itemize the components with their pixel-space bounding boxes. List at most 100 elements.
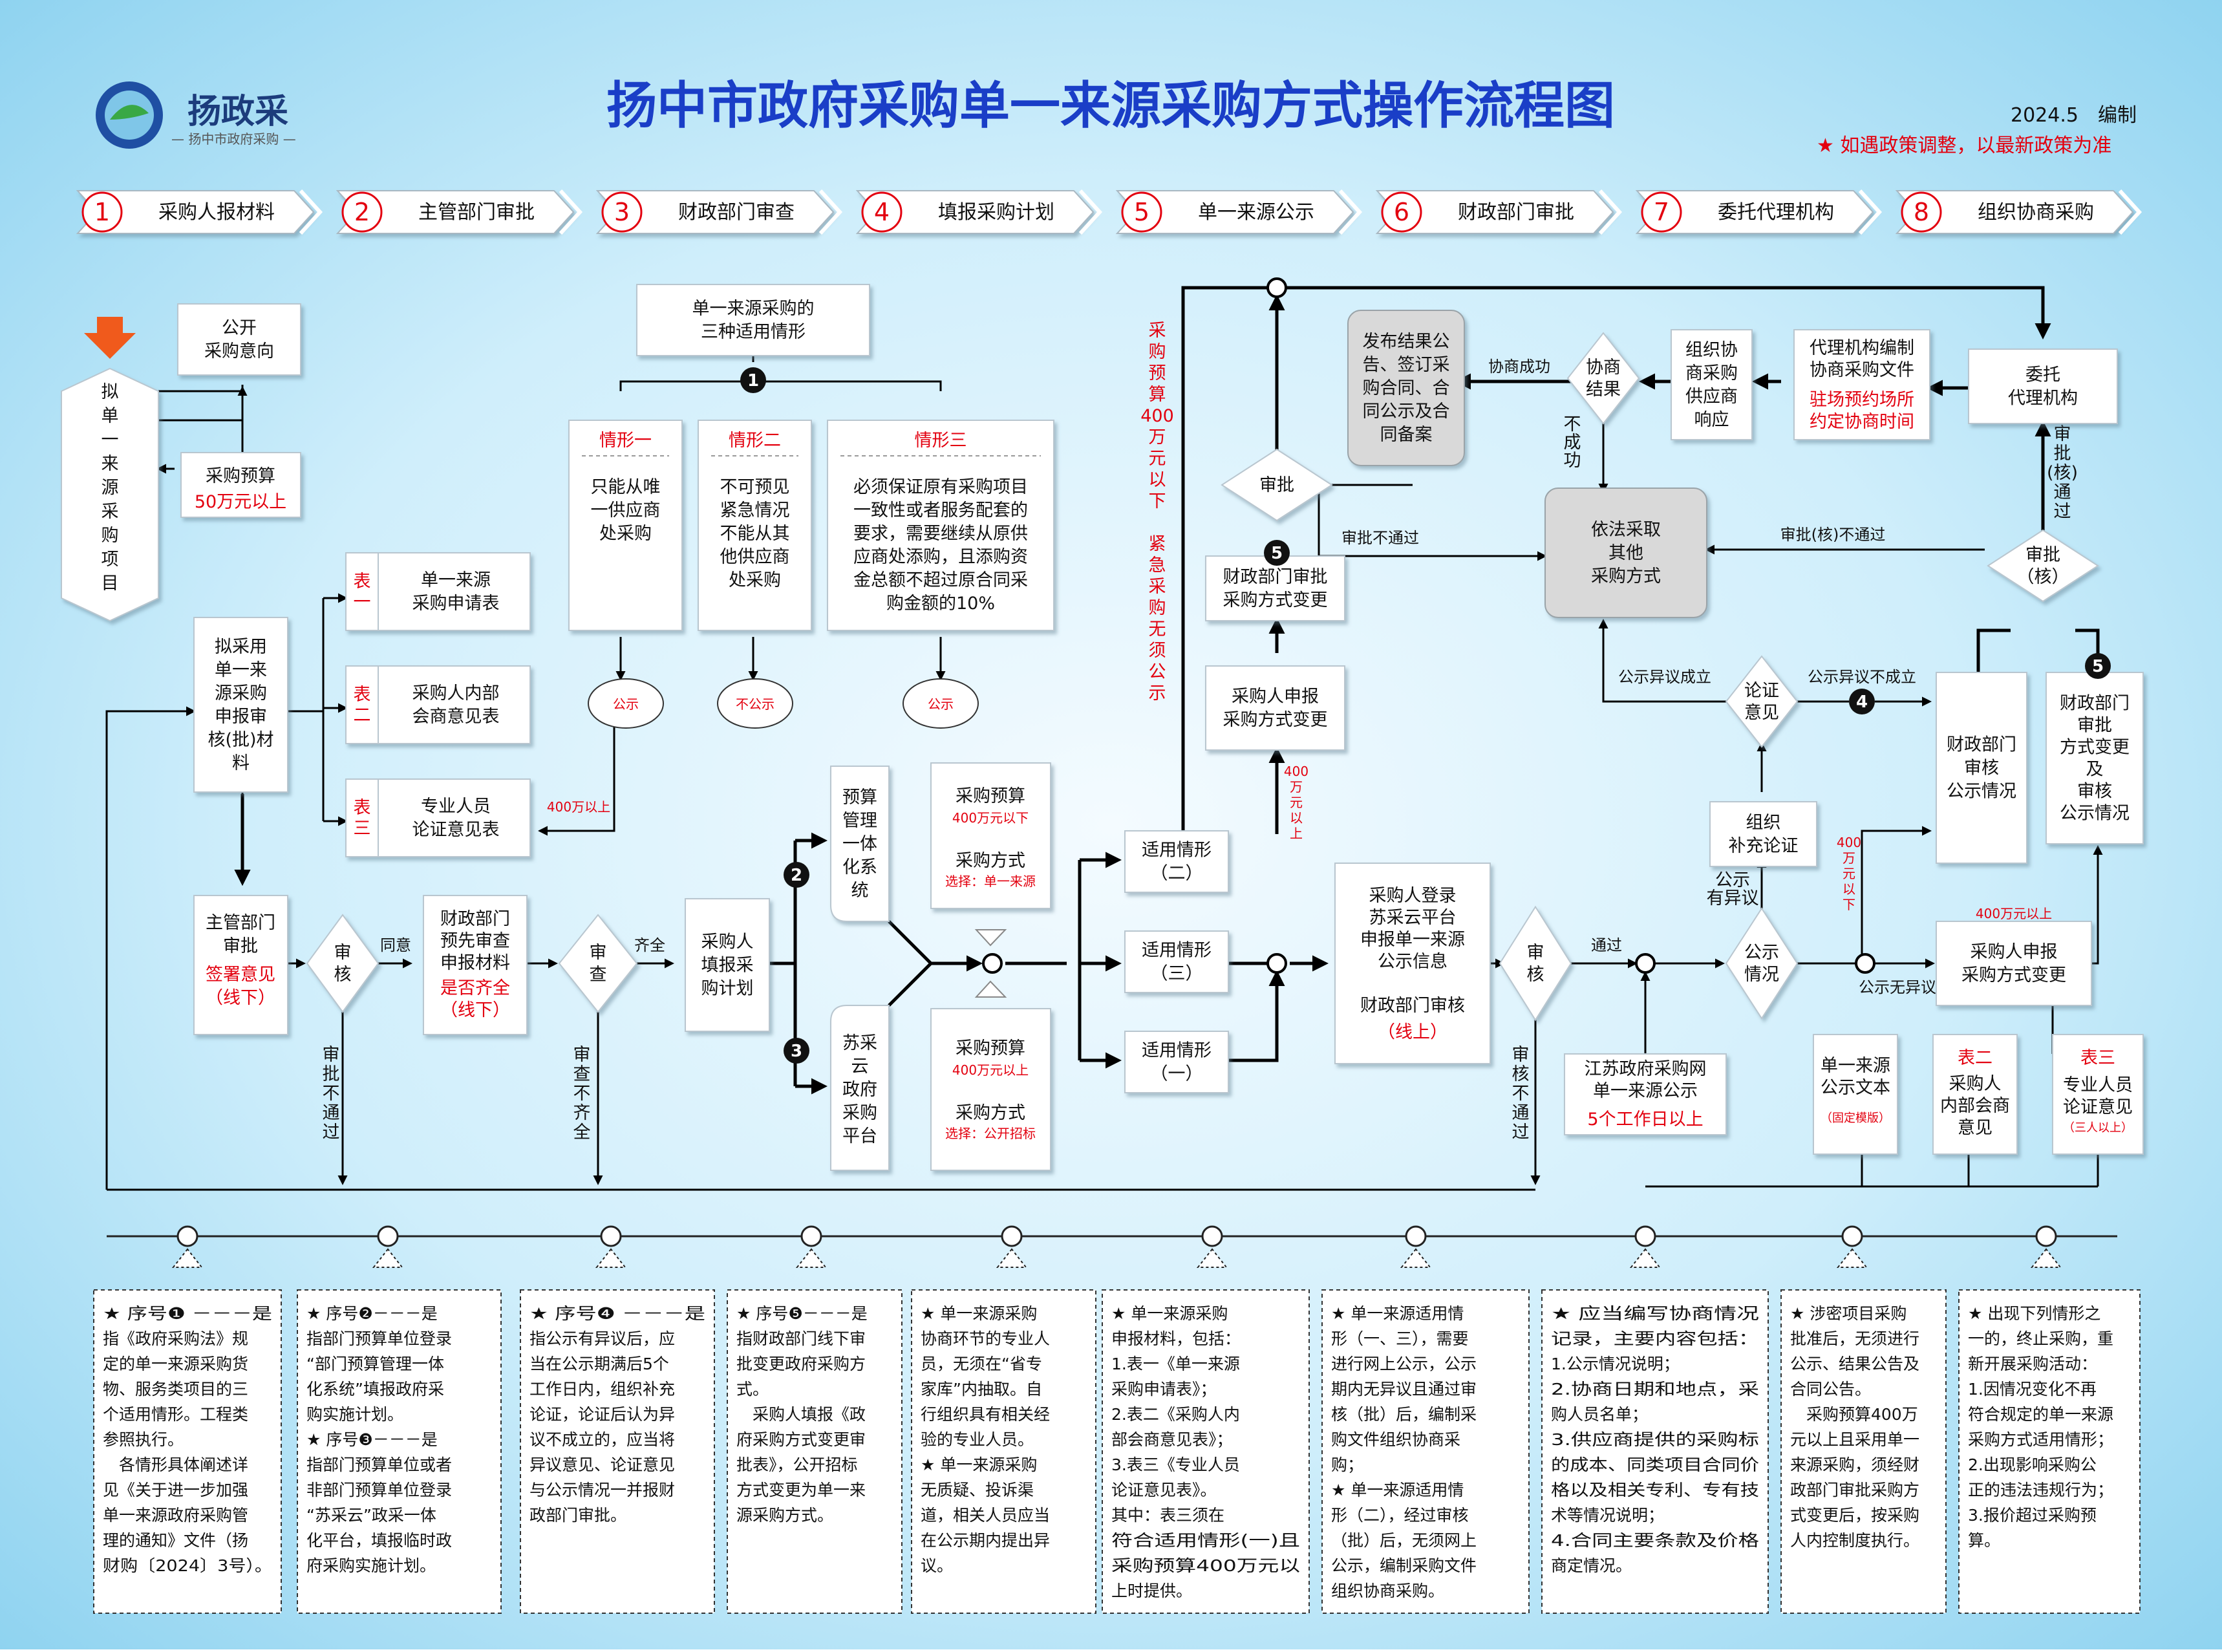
- note-line: ★ 单一来源适用情: [1331, 1481, 1464, 1499]
- dept-approve-red: （线下）: [206, 988, 275, 1008]
- step-badge-3-num: 3: [791, 1042, 802, 1061]
- situation-badge-num: 1: [747, 371, 759, 391]
- dept-approve-label: 主管部门: [206, 913, 275, 933]
- login-label: 苏采云平台: [1369, 908, 1457, 928]
- doc1-sub: （固定模版）: [1821, 1111, 1890, 1125]
- case2-label: （二）: [1151, 864, 1203, 884]
- case1-box: [1124, 1031, 1229, 1093]
- note-line: 3.供应商提供的采购标: [1551, 1430, 1759, 1449]
- note-line: 指公示有异议后，应: [529, 1329, 675, 1348]
- above400-pointer: [974, 980, 1007, 998]
- situation-body: 只能从唯: [591, 477, 661, 497]
- timeline-pointer: [2030, 1248, 2062, 1268]
- note-line: ★ 序号❺－－－是: [736, 1304, 868, 1323]
- note-line: ★ 单一来源采购: [921, 1455, 1037, 1474]
- jiangsu-label: 江苏政府采购网: [1585, 1059, 1707, 1079]
- audit-fail-label: 审: [1512, 1045, 1530, 1065]
- situation-body: 应商处添购，且添购资: [853, 547, 1028, 567]
- declare-change-label: 采购人申报: [1232, 687, 1319, 707]
- timeline-node: [176, 1225, 198, 1247]
- suzhou-label: 云: [851, 1057, 869, 1077]
- step-chevron-edge: [1338, 189, 1363, 235]
- note-line: ★ 单一来源采购: [1111, 1304, 1228, 1323]
- public-intent-label: 采购意向: [204, 341, 274, 361]
- step-number: 1: [94, 198, 110, 226]
- urgent-vertical-label: 预: [1149, 363, 1166, 383]
- fill-plan-label: 购计划: [701, 979, 754, 999]
- note-box: [93, 1289, 282, 1614]
- complete-label: 齐全: [634, 936, 665, 954]
- note-line: ★ 应当编写协商情况: [1551, 1304, 1759, 1323]
- jiangsu-box: [1564, 1053, 1727, 1135]
- over400-vertical: 上: [1290, 826, 1303, 841]
- form-tag: 一: [354, 592, 371, 612]
- demo-opinion-diamond-label: 论证: [1744, 681, 1779, 701]
- suzhou-label: 苏采: [842, 1033, 877, 1053]
- note-line: 上时提供。: [1111, 1582, 1192, 1600]
- review-diamond-label: 审: [334, 943, 352, 963]
- line-dup: [158, 391, 244, 422]
- note-box: [911, 1289, 1096, 1614]
- has-objection-label: 有异议: [1707, 888, 1759, 908]
- note-line: 协商环节的专业人: [921, 1329, 1050, 1348]
- note-timeline: [107, 1225, 2117, 1268]
- fill-plan-label: 填报采: [701, 956, 754, 976]
- step-number-circle: [601, 191, 643, 233]
- note-line: 术等情况说明；: [1551, 1506, 1664, 1525]
- project-label: 一: [101, 430, 119, 450]
- line-sit-branches: [619, 380, 942, 391]
- step-label: 填报采购计划: [938, 201, 1054, 224]
- over400-vertical-2: 以: [1843, 881, 1855, 897]
- over400-2-label: 400万元以上: [1976, 906, 2052, 921]
- note-line: 2.表二《采购人内: [1111, 1405, 1240, 1424]
- note-line: 来源采购，须经财: [1790, 1455, 1919, 1474]
- budget-system-box: [830, 766, 890, 922]
- situation-body: 购金额的10%: [886, 594, 995, 614]
- audit-fail-label: 核: [1512, 1064, 1530, 1084]
- approve-pass-label: 过: [2054, 502, 2071, 522]
- note-line: ★ 序号❶ －－－是: [103, 1304, 272, 1323]
- approve-core-fail-label: 审批(核)不通过: [1780, 526, 1886, 544]
- note-line: 3.表三《专业人员: [1111, 1455, 1240, 1474]
- situation-result-oval: [903, 678, 979, 729]
- urgent-vertical-label: 购: [1149, 342, 1166, 362]
- note-line: 2.协商日期和地点，采: [1551, 1380, 1759, 1399]
- below400-l2: 400万元以下: [952, 810, 1029, 826]
- above400-l3: 采购方式: [956, 1103, 1025, 1123]
- timeline-node: [1634, 1225, 1656, 1247]
- note-line: 物、服务类项目的三: [103, 1380, 248, 1399]
- situation-result-oval: [717, 678, 793, 729]
- step-number-circle: [861, 191, 903, 233]
- situation-body: 处采购: [599, 524, 652, 544]
- note-line: 单一来源政府采购管: [103, 1506, 248, 1525]
- note-line: 验的专业人员。: [921, 1430, 1034, 1449]
- note-line: 指《政府采购法》规: [103, 1329, 248, 1348]
- audit-diamond-diamond: [1499, 905, 1572, 1022]
- edit-date: 2024.5 编制: [2011, 104, 2137, 127]
- declare-change-label: 采购方式变更: [1223, 710, 1328, 730]
- suzhou-box: [830, 1005, 890, 1171]
- finance-change-label: 方式变更: [2060, 738, 2130, 758]
- check-diamond-diamond: [558, 914, 638, 1013]
- project-label: 购: [101, 526, 119, 546]
- note-line: 府采购方式变更审: [736, 1430, 866, 1449]
- form-tag: 表: [354, 685, 371, 705]
- finance-approve-label: 财政部门审批: [1223, 567, 1328, 587]
- step-badge-5a: [1264, 540, 1290, 566]
- login-label: 公示信息: [1378, 952, 1448, 972]
- finance-pre-label: 申报材料: [440, 953, 510, 973]
- step-number: 3: [614, 198, 630, 226]
- note-line: 格以及相关专利、专有技: [1551, 1481, 1759, 1499]
- note-line: 指部门预算单位登录: [306, 1329, 452, 1348]
- note-line: 采购预算400万元以: [1111, 1556, 1300, 1575]
- form-tag: 三: [354, 819, 371, 839]
- timeline-node: [1001, 1225, 1023, 1247]
- situation-body: 不能从其: [720, 524, 790, 544]
- note-line: 政部门审批。: [529, 1506, 626, 1525]
- no-objection-label: 公示无异议: [1859, 978, 1936, 996]
- finance-check-box: [1936, 672, 2027, 864]
- step-label: 委托代理机构: [1718, 201, 1834, 224]
- note-line: 购；: [1331, 1455, 1363, 1474]
- budget-system-label: 预算: [842, 788, 877, 808]
- situations-title-label: 三种适用情形: [701, 322, 806, 342]
